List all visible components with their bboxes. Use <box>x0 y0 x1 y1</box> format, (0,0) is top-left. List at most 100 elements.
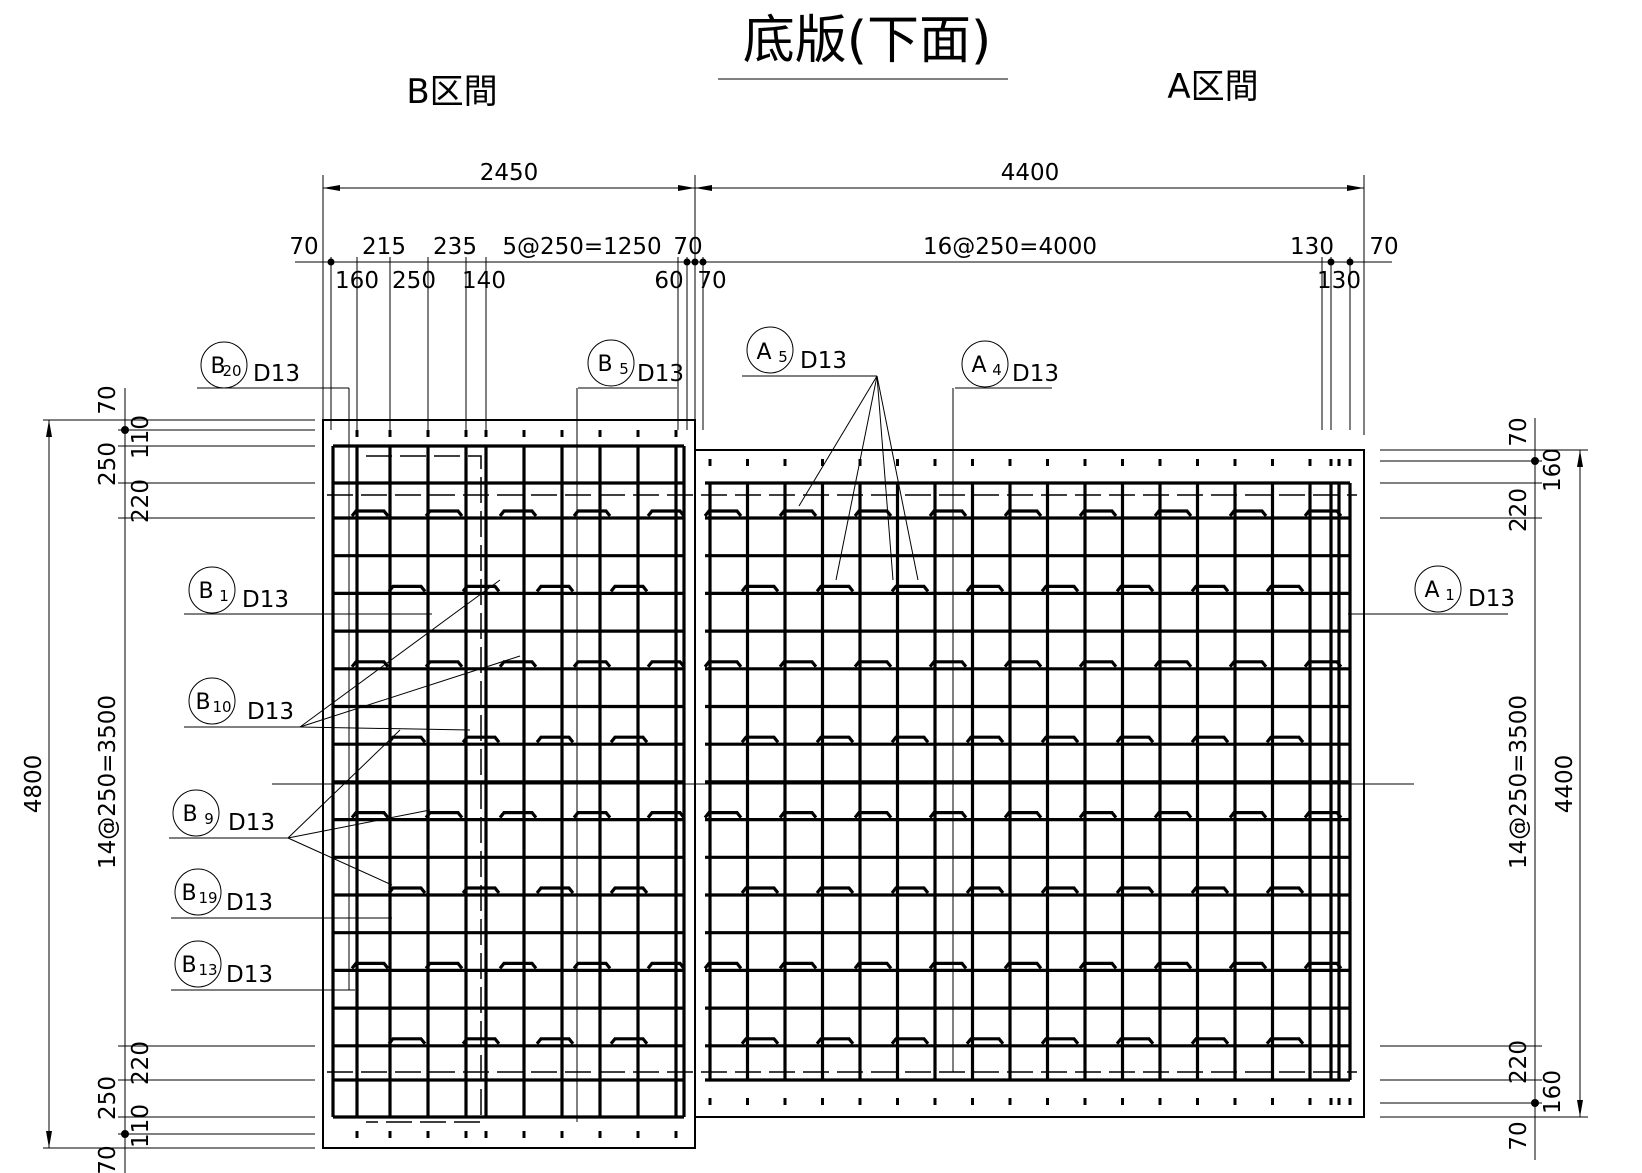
hook-mark-a <box>703 961 743 970</box>
svg-text:D13: D13 <box>226 890 273 916</box>
bar-dot-bottom-a <box>746 1098 749 1105</box>
svg-text:9: 9 <box>204 810 214 828</box>
hook-mark-a <box>1003 811 1043 819</box>
svg-text:D13: D13 <box>247 699 294 725</box>
section-b-rebar-grid <box>331 444 686 1119</box>
hook-mark-a <box>1190 584 1230 593</box>
hook-mark-a <box>740 735 780 744</box>
hook-mark-a <box>1303 961 1343 970</box>
hook-mark-a <box>1040 584 1080 593</box>
dim-right-70-bottom: 70 <box>1506 1121 1532 1150</box>
bar-dot-bottom-a <box>1196 1098 1199 1105</box>
dim-left-14at250: 14@250=3500 <box>95 695 121 869</box>
hook-mark-a <box>853 961 893 970</box>
dim-left-110-top: 110 <box>128 415 154 459</box>
bar-dot-bottom-a <box>1308 1098 1312 1105</box>
bar-dot-top-b <box>388 430 392 437</box>
dim-left-70-top: 70 <box>95 385 121 414</box>
label-b1: B 1 D13 <box>184 566 432 615</box>
bar-dot-bottom-a <box>971 1098 974 1105</box>
hook-mark-a <box>1003 961 1043 970</box>
bar-dot-bottom-a <box>1329 1098 1333 1105</box>
bar-dot-top-a <box>933 459 937 466</box>
svg-text:B: B <box>195 690 210 715</box>
top-detail-dimension: 70 215 235 5@250=1250 70 160 250 140 60 … <box>289 234 1399 430</box>
section-a-rebar-grid <box>705 481 1352 1082</box>
hook-mark-a <box>1078 660 1118 668</box>
hook-mark-a <box>1303 811 1343 819</box>
leader-b10 <box>299 655 521 728</box>
svg-text:10: 10 <box>212 698 231 716</box>
svg-text:D13: D13 <box>1012 361 1059 387</box>
dim-b-70-right: 70 <box>673 234 702 260</box>
leader-b9 <box>287 809 431 839</box>
hook-mark-a <box>928 811 968 819</box>
hook-mark-b <box>535 735 575 744</box>
hook-mark-a <box>740 1037 780 1045</box>
bar-dot-top-a <box>1308 459 1312 466</box>
hook-mark-a <box>703 660 743 668</box>
dim-point <box>327 258 335 266</box>
svg-text:D13: D13 <box>226 962 273 988</box>
bar-dot-top-a <box>1046 459 1049 466</box>
hook-mark-a <box>778 961 818 970</box>
dim-right-14at250: 14@250=3500 <box>1506 695 1532 869</box>
leader-b10 <box>299 579 501 728</box>
hook-mark-b <box>350 961 390 970</box>
dim-b-250: 250 <box>392 268 436 294</box>
hook-mark-a <box>1265 886 1305 894</box>
bar-dot-bottom-a <box>1008 1098 1012 1105</box>
right-dimension: 4400 70 160 220 14@250=3500 220 160 70 <box>1380 417 1588 1160</box>
svg-text:B: B <box>198 579 213 604</box>
bar-dot-bottom-b <box>560 1131 564 1138</box>
label-b20: B 20 D13 <box>197 341 349 389</box>
hook-mark-a <box>965 584 1005 593</box>
hook-mark-b <box>387 735 427 744</box>
svg-text:D13: D13 <box>242 587 289 613</box>
bar-dot-bottom-a <box>896 1098 899 1105</box>
hook-mark-a <box>965 1037 1005 1045</box>
hook-mark-a <box>1003 509 1043 517</box>
svg-text:19: 19 <box>198 889 217 907</box>
svg-text:1: 1 <box>219 587 229 605</box>
leader-a5 <box>798 375 878 507</box>
bar-dot-top-a <box>1158 459 1162 466</box>
dim-left-220-top: 220 <box>128 479 154 523</box>
dim-4400-top: 4400 <box>1001 160 1060 186</box>
hook-mark-a <box>1265 1037 1305 1045</box>
svg-text:1: 1 <box>1445 586 1455 604</box>
svg-text:A: A <box>756 340 771 365</box>
dim-4800: 4800 <box>21 755 47 814</box>
bar-dot-bottom-a <box>783 1098 787 1105</box>
dim-b-160: 160 <box>335 268 379 294</box>
bar-dot-top-a <box>1233 459 1237 466</box>
bar-dot-bottom-a <box>933 1098 937 1105</box>
svg-text:5: 5 <box>619 360 629 378</box>
dim-b-215: 215 <box>362 234 406 260</box>
bar-dot-bottom-b <box>484 1131 488 1138</box>
dim-point <box>691 258 699 266</box>
dim-left-250-bottom: 250 <box>95 1076 121 1120</box>
dim-right-220-top: 220 <box>1506 488 1532 532</box>
bar-dot-top-a <box>1008 459 1012 466</box>
svg-text:D13: D13 <box>800 348 847 374</box>
leader-b9 <box>287 837 393 886</box>
bar-dot-top-a <box>1083 459 1087 466</box>
hook-mark-a <box>928 509 968 517</box>
dim-b-5at250: 5@250=1250 <box>502 234 661 260</box>
leader-b9 <box>287 729 401 839</box>
bar-dot-top-b <box>560 430 564 437</box>
hook-mark-a <box>778 509 818 517</box>
hook-mark-b <box>387 1037 427 1045</box>
bar-dot-top-a <box>783 459 787 466</box>
dim-point <box>1327 258 1335 266</box>
hook-mark-a <box>1115 735 1155 744</box>
svg-text:13: 13 <box>198 961 217 979</box>
hook-mark-b <box>350 811 390 819</box>
hook-mark-a <box>1153 961 1193 970</box>
bar-dot-top-b <box>598 430 602 437</box>
bar-dot-bottom-a <box>1046 1098 1049 1105</box>
hook-mark-a <box>1228 961 1268 970</box>
dim-right-160-bottom: 160 <box>1540 1070 1566 1114</box>
